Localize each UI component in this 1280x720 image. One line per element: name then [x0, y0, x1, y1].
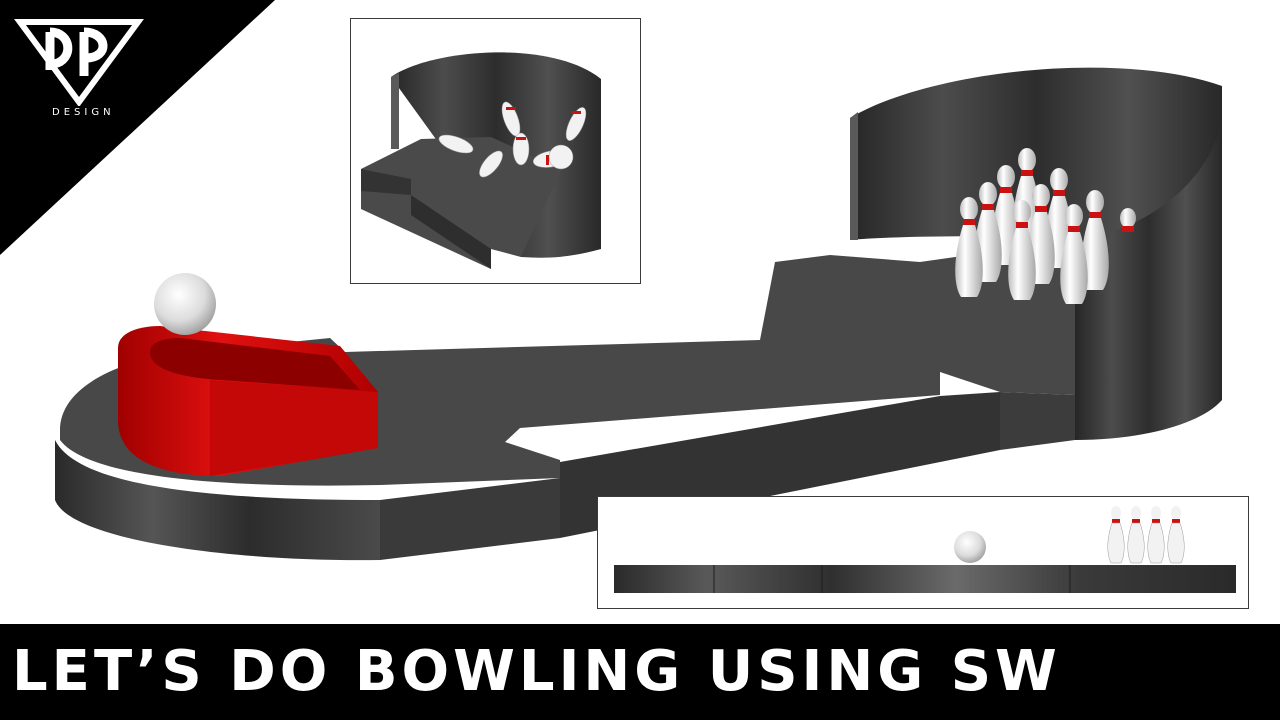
- title-banner: [0, 624, 1280, 720]
- corner-logo-badge: DESIGN: [0, 0, 275, 255]
- bowling-pins: [955, 148, 1136, 304]
- dp-diamond-logo-icon: [14, 19, 144, 106]
- logo-wordmark: DESIGN: [52, 107, 115, 118]
- pin-deck-side-wall: [1075, 120, 1222, 440]
- bowling-ball: [154, 273, 216, 335]
- inset-side-elevation: [597, 496, 1249, 609]
- lane-side-front-left: [55, 440, 380, 561]
- video-title: LET’S DO BOWLING USING SW: [12, 639, 1061, 704]
- inset-pins-closeup: [350, 18, 641, 284]
